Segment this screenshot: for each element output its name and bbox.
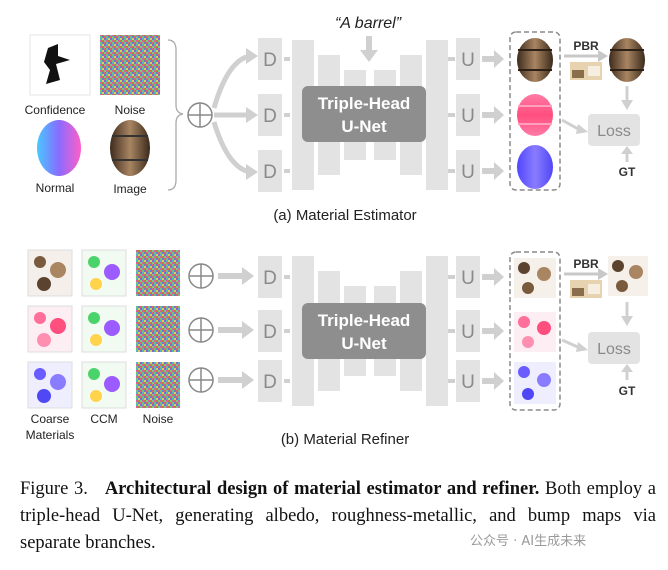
unet-title-line1: Triple-Head [318,311,411,330]
image-label: Image [113,182,147,196]
unet-block-bottom [302,303,426,359]
d-label: D [263,372,277,393]
u-label: U [461,162,475,183]
loss-box-bottom [588,332,640,364]
d-label: D [263,106,277,127]
noise-image [100,35,160,95]
concat-symbols-bottom [188,263,214,393]
d-label: D [263,268,277,289]
noise-column [136,250,180,408]
output-arrows-top [482,50,504,180]
unet-title-line2: U-Net [341,117,387,136]
encoder-d-blocks-top [258,38,282,192]
ccm-column [81,249,127,409]
input-arrows-bottom [218,267,254,389]
barrel-image [100,118,160,178]
noise-label-bottom: Noise [143,412,174,426]
bump-output-bottom [514,362,556,404]
coarse-label-2: Materials [26,428,75,442]
watermark: 公众号 · AI生成未来 [470,534,587,549]
pbr-env-thumbnail [570,62,602,80]
output-arrows-bottom [482,268,504,390]
ccm-label: CCM [90,412,117,426]
bump-output-top [517,145,553,189]
fan-arrow-top [211,53,251,109]
fan-arrow-bottom [211,121,251,175]
u-label: U [461,372,475,393]
noise-label: Noise [115,103,146,117]
pbr-label: PBR [573,39,599,53]
u-label: U [461,106,475,127]
loss-label: Loss [597,341,631,358]
input-brace [167,39,184,191]
loss-box-top [588,114,640,146]
unet-block-top [302,86,426,142]
unet-title-line1: Triple-Head [318,94,411,113]
roughness-output-bottom [514,312,556,352]
confidence-image [29,34,91,96]
figure-body: Both employ a triple-head U-Net, generat… [20,479,656,553]
loss-label: Loss [597,123,631,140]
figure-caption: Figure 3. Architectural design of materi… [20,476,656,557]
gt-label: GT [619,384,636,398]
pbr-env-thumbnail [570,280,602,298]
decoder-u-blocks-bottom [456,256,480,402]
u-label: U [461,50,475,71]
albedo-output-bottom [514,258,556,298]
u-label: U [461,268,475,289]
coarse-label-1: Coarse [31,412,70,426]
pbr-label: PBR [573,257,599,271]
concat-symbol [187,102,213,128]
d-label: D [263,50,277,71]
d-label: D [263,322,277,343]
roughness-output-top [517,94,553,136]
subfigure-caption-a: (a) Material Estimator [273,207,416,224]
confidence-label: Confidence [25,103,86,117]
outputs-dashed-box-top [509,31,561,191]
gt-label: GT [619,165,636,179]
outputs-dashed-box-bottom [509,251,561,411]
encoder-d-blocks-bottom [258,256,282,402]
subfigure-caption-b: (b) Material Refiner [281,431,409,448]
decoder-u-blocks-top [456,38,480,192]
albedo-output-top [517,38,553,82]
d-label: D [263,162,277,183]
normal-image [30,118,90,178]
normal-label: Normal [36,181,75,195]
unet-title-line2: U-Net [341,334,387,353]
figure-number: Figure 3. [20,479,88,499]
figure-title: Architectural design of material estimat… [104,479,540,499]
pbr-render-bottom [608,256,648,296]
u-label: U [461,322,475,343]
architecture-diagram: Confidence Noise Normal Image D D D [25,15,648,448]
text-prompt: “A barrel” [335,15,402,32]
coarse-materials-column [27,249,73,409]
pbr-render-top [609,38,645,82]
